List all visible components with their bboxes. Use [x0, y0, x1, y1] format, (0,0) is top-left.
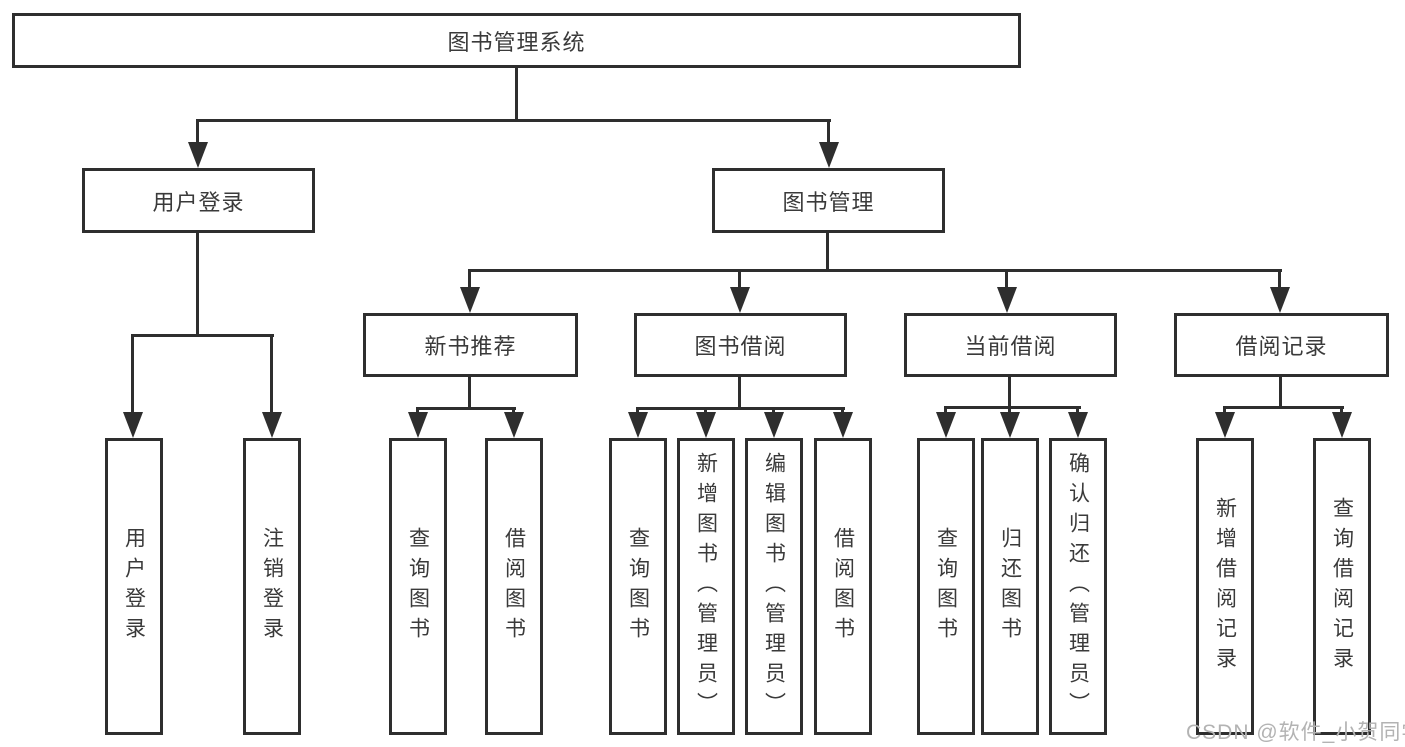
arrowhead: [408, 412, 428, 438]
watermark: CSDN @软件_小贺同学: [1186, 721, 1405, 744]
node-root: 图书管理系统: [12, 13, 1021, 68]
node-borrow-records: 借阅记录: [1174, 313, 1389, 377]
leaf-confirm-return-admin-label: 确认归还（管理员）: [1066, 451, 1090, 722]
connector: [772, 407, 775, 415]
connector: [416, 407, 516, 410]
arrowhead: [628, 412, 648, 438]
connector: [468, 375, 471, 410]
connector: [841, 407, 844, 415]
leaf-query-book-borrow-label: 查询图书: [626, 526, 650, 647]
connector: [1340, 406, 1343, 415]
arrowhead: [936, 412, 956, 438]
connector: [944, 406, 947, 415]
connector: [1223, 406, 1226, 415]
connector: [512, 407, 515, 415]
connector: [1076, 406, 1079, 415]
leaf-borrow-book-borrow: 借阅图书: [814, 438, 872, 735]
leaf-borrow-book-borrow-label: 借阅图书: [831, 526, 855, 647]
node-user-login-label: 用户登录: [152, 189, 245, 215]
node-new-book-recommend: 新书推荐: [363, 313, 578, 377]
arrowhead: [764, 412, 784, 438]
leaf-logout-label: 注销登录: [260, 526, 284, 647]
leaf-query-book-new-label: 查询图书: [406, 526, 430, 647]
connector: [196, 119, 199, 146]
connector: [515, 68, 518, 122]
leaf-return-book-label: 归还图书: [998, 526, 1022, 647]
arrowhead: [997, 287, 1017, 313]
arrowhead: [1068, 412, 1088, 438]
connector: [1008, 406, 1011, 415]
connector: [196, 119, 831, 122]
connector: [1005, 269, 1008, 291]
leaf-user-login: 用户登录: [105, 438, 163, 735]
arrowhead: [123, 412, 143, 438]
connector: [468, 269, 1282, 272]
node-current-borrow-label: 当前借阅: [964, 334, 1057, 359]
node-new-book-recommend-label: 新书推荐: [424, 334, 517, 359]
connector: [270, 334, 273, 414]
leaf-query-book-current: 查询图书: [917, 438, 975, 735]
connector: [738, 269, 741, 291]
leaf-return-book: 归还图书: [981, 438, 1039, 735]
connector: [636, 407, 845, 410]
connector: [1279, 375, 1282, 409]
connector: [416, 407, 419, 415]
leaf-query-borrow-record: 查询借阅记录: [1313, 438, 1371, 735]
connector: [827, 119, 830, 146]
connector: [1223, 406, 1344, 409]
connector: [196, 231, 199, 337]
leaf-logout: 注销登录: [243, 438, 301, 735]
leaf-edit-book-admin-label: 编辑图书（管理员）: [762, 451, 786, 722]
node-book-management-label: 图书管理: [782, 189, 875, 215]
leaf-query-book-borrow: 查询图书: [609, 438, 667, 735]
leaf-borrow-book-new: 借阅图书: [485, 438, 543, 735]
arrowhead: [819, 142, 839, 168]
leaf-add-borrow-record-label: 新增借阅记录: [1213, 496, 1237, 677]
arrowhead: [696, 412, 716, 438]
connector: [826, 231, 829, 272]
arrowhead: [1215, 412, 1235, 438]
node-borrow-records-label: 借阅记录: [1235, 334, 1328, 359]
leaf-edit-book-admin: 编辑图书（管理员）: [745, 438, 803, 735]
leaf-add-borrow-record: 新增借阅记录: [1196, 438, 1254, 735]
node-book-management: 图书管理: [712, 168, 945, 233]
arrowhead: [460, 287, 480, 313]
leaf-query-book-current-label: 查询图书: [934, 526, 958, 647]
node-book-borrow: 图书借阅: [634, 313, 847, 377]
arrowhead: [1000, 412, 1020, 438]
arrowhead: [1332, 412, 1352, 438]
leaf-query-book-new: 查询图书: [389, 438, 447, 735]
arrowhead: [504, 412, 524, 438]
connector: [1008, 375, 1011, 409]
node-book-borrow-label: 图书借阅: [694, 334, 787, 359]
node-current-borrow: 当前借阅: [904, 313, 1117, 377]
node-root-label: 图书管理系统: [447, 29, 586, 55]
leaf-user-login-label: 用户登录: [122, 526, 146, 647]
connector: [1278, 269, 1281, 291]
leaf-add-book-admin-label: 新增图书（管理员）: [694, 451, 718, 722]
leaf-add-book-admin: 新增图书（管理员）: [677, 438, 735, 735]
leaf-confirm-return-admin: 确认归还（管理员）: [1049, 438, 1107, 735]
arrowhead: [730, 287, 750, 313]
connector: [738, 375, 741, 410]
node-user-login: 用户登录: [82, 168, 315, 233]
arrowhead: [833, 412, 853, 438]
arrowhead: [262, 412, 282, 438]
connector: [131, 334, 134, 414]
connector: [944, 406, 1081, 409]
leaf-query-borrow-record-label: 查询借阅记录: [1330, 496, 1354, 677]
connector: [704, 407, 707, 415]
leaf-borrow-book-new-label: 借阅图书: [502, 526, 526, 647]
arrowhead: [1270, 287, 1290, 313]
connector: [131, 334, 274, 337]
arrowhead: [188, 142, 208, 168]
connector: [468, 269, 471, 291]
connector: [636, 407, 639, 415]
